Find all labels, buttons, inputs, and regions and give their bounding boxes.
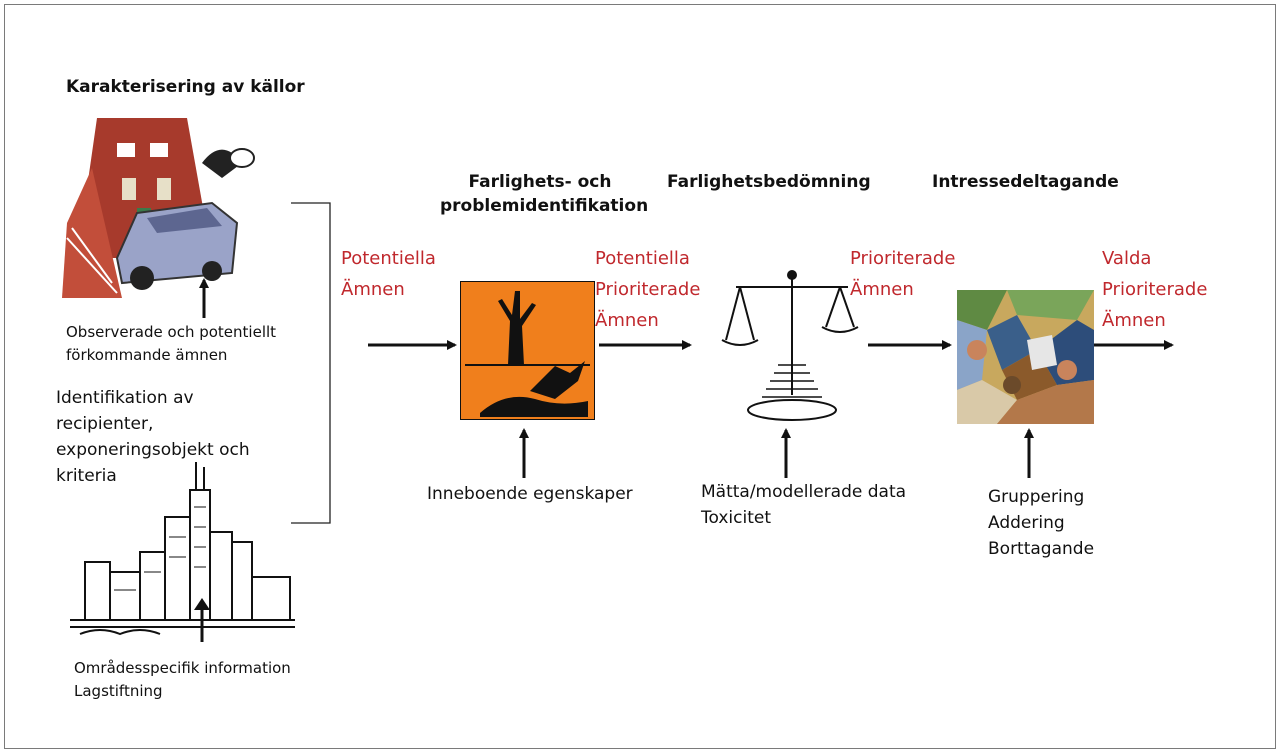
stage-label-prioritized: Prioriterade Ämnen	[850, 248, 956, 300]
input-intrinsic-properties: Inneboende egenskaper	[427, 484, 633, 504]
site-note: Områdesspecifik information Lagstiftning	[74, 659, 291, 700]
stage-label-potential: Potentiella Ämnen	[341, 248, 436, 300]
heading-hazard-assessment: Farlighetsbedömning	[667, 172, 871, 192]
meeting-people-icon	[957, 290, 1094, 424]
stage-label-selected-prioritized: Valda Prioriterade Ämnen	[1102, 248, 1208, 331]
balance-scale-icon	[721, 270, 859, 421]
house-and-car-icon	[62, 118, 255, 298]
city-skyline-icon	[70, 462, 295, 642]
stage-label-potential-prioritized: Potentiella Prioriterade Ämnen	[595, 248, 701, 331]
recipients-heading: Identifikation av recipienter, exponerin…	[56, 388, 250, 486]
source-bracket	[291, 202, 331, 524]
input-measured-data: Mätta/modellerade data Toxicitet	[701, 482, 907, 528]
heading-stakeholder-participation: Intressedeltagande	[932, 172, 1119, 192]
environmental-hazard-icon	[460, 281, 595, 420]
heading-source-characterization: Karakterisering av källor	[66, 77, 305, 97]
input-grouping: Gruppering Addering Borttagande	[988, 487, 1095, 559]
sources-note: Observerade och potentiellt förkommande …	[66, 323, 277, 364]
heading-hazard-identification: Farlighets- och problemidentifikation	[440, 172, 649, 216]
